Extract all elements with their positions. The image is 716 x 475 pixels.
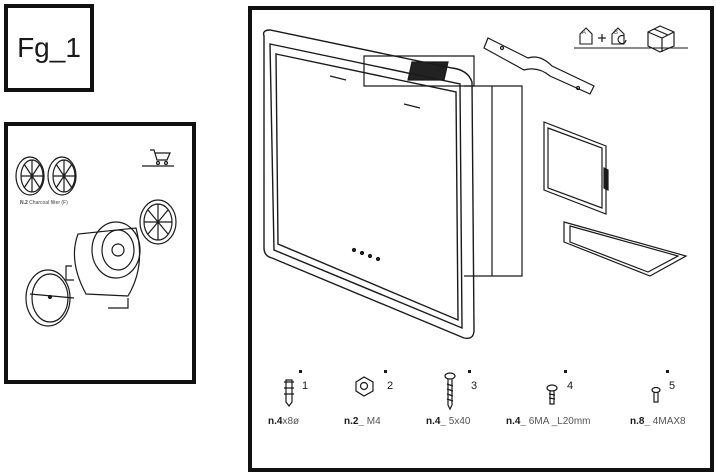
part-marker [299, 370, 302, 373]
part-index: 3 [471, 380, 478, 392]
machine-screw-icon [546, 384, 558, 405]
wood-screw-icon [444, 372, 456, 411]
part-label-2: n.2_ M4 [344, 416, 381, 427]
bottom-filter-tray-icon [563, 221, 688, 277]
box-a-label: A [582, 30, 587, 36]
hood-front-panel [262, 29, 475, 340]
charcoal-filter-panel: N.2 Charcoal filter (F) [4, 122, 196, 384]
figure-label-box: Fg_1 [4, 4, 94, 92]
figure-label: Fg_1 [17, 32, 81, 63]
main-assembly-panel: 1 2 3 4 5 n.4x8ø n.2_ M4 n.4_ 5x40 n.4_ … [248, 6, 714, 472]
part-index: 4 [567, 380, 574, 392]
wall-b-icon [611, 27, 627, 45]
part-index: 1 [302, 380, 309, 392]
part-label-4: n.4_ 6MA _L20mm [506, 416, 591, 427]
small-screw-icon [651, 386, 661, 403]
filter-caption: N.2 Charcoal filter (F) [20, 200, 68, 206]
grease-filter-icon [543, 121, 609, 215]
shopping-cart-icon [142, 149, 174, 167]
motor-icon [65, 199, 177, 309]
part-index: 2 [387, 380, 394, 392]
part-marker [384, 370, 387, 373]
wall-plug-icon [284, 379, 294, 407]
front-filter-icon [25, 269, 75, 327]
part-marker [468, 370, 471, 373]
charcoal-filter-icon [15, 156, 77, 196]
motor-filter-illustration [15, 149, 177, 327]
part-label-1: n.4x8ø [268, 416, 300, 427]
hood-illustration [262, 25, 688, 340]
part-label-3: n.4_ 5x40 [426, 416, 471, 427]
part-label-5: n.8_ 4MAX8 [630, 416, 686, 427]
hex-nut-icon [355, 376, 374, 397]
part-marker [666, 370, 669, 373]
box-b-label: B [614, 30, 619, 36]
hardware-parts-illustration [284, 370, 669, 411]
part-marker [564, 370, 567, 373]
wall-bracket-icon [483, 37, 595, 95]
plus-icon [598, 34, 606, 42]
part-index: 5 [669, 380, 676, 392]
package-icon [647, 25, 675, 53]
wall-a-icon [579, 27, 593, 45]
